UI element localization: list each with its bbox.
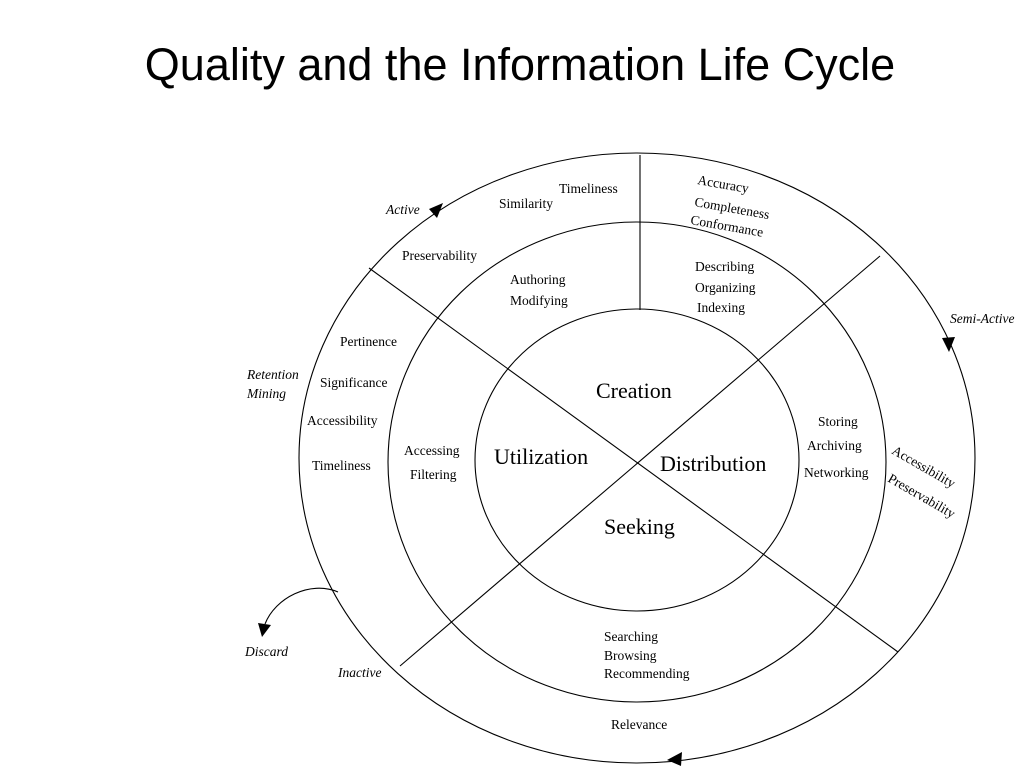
bottom-arrowhead — [667, 752, 682, 766]
quality-pertinence: Pertinence — [340, 334, 397, 349]
quality-relevance: Relevance — [611, 717, 667, 732]
discard-arc — [264, 587, 339, 625]
activity-filtering: Filtering — [410, 467, 457, 482]
stage-utilization: Utilization — [494, 444, 588, 469]
inner-ring — [474, 308, 800, 612]
outer-ring — [298, 152, 976, 764]
phase-retention: Retention — [246, 367, 299, 382]
activity-searching: Searching — [604, 629, 658, 644]
phase-mining: Mining — [246, 386, 286, 401]
phase-discard: Discard — [244, 644, 288, 659]
activity-networking: Networking — [804, 465, 869, 480]
activity-storing: Storing — [818, 414, 858, 429]
activity-authoring: Authoring — [510, 272, 566, 287]
stage-distribution: Distribution — [660, 451, 766, 476]
active-arrowhead — [429, 203, 443, 218]
stage-creation: Creation — [596, 378, 672, 403]
quality-preservability-active: Preservability — [402, 248, 477, 263]
activity-indexing: Indexing — [697, 300, 745, 315]
middle-ring — [387, 221, 887, 703]
stage-seeking: Seeking — [604, 514, 675, 539]
discard-arrowhead — [258, 623, 271, 637]
activity-accessing: Accessing — [404, 443, 460, 458]
divider-upper-left — [368, 267, 899, 653]
phase-semi-active: Semi-Active — [950, 311, 1014, 326]
activity-archiving: Archiving — [807, 438, 862, 453]
activity-organizing: Organizing — [695, 280, 756, 295]
quality-timeliness-utilization: Timeliness — [312, 458, 371, 473]
quality-similarity: Similarity — [499, 196, 553, 211]
activity-modifying: Modifying — [510, 293, 568, 308]
quality-timeliness-creation: Timeliness — [559, 181, 618, 196]
activity-recommending: Recommending — [604, 666, 690, 681]
phase-active: Active — [385, 202, 420, 217]
activity-describing: Describing — [695, 259, 754, 274]
quality-accessibility-utilization: Accessibility — [307, 413, 378, 428]
divider-upper-right — [399, 255, 881, 667]
page-title: Quality and the Information Life Cycle — [144, 39, 896, 90]
activity-browsing: Browsing — [604, 648, 657, 663]
quality-accuracy: Accuracy — [696, 172, 750, 196]
phase-inactive: Inactive — [337, 665, 381, 680]
quality-significance: Significance — [320, 375, 387, 390]
semi-active-arrowhead — [942, 337, 955, 352]
